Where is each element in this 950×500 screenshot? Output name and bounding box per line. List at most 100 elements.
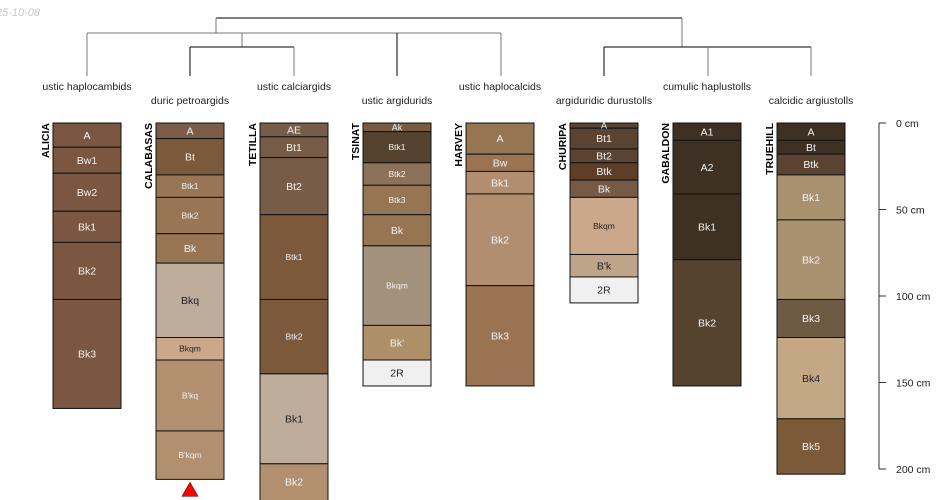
horizon-label: Bk <box>391 225 404 237</box>
horizon-truehill-3 <box>776 174 846 221</box>
horizon-truehill-7 <box>776 418 846 475</box>
horizon-label: Bk1 <box>285 414 303 426</box>
horizon-label: 2R <box>597 285 611 297</box>
profile-name: TSINAT <box>350 122 362 160</box>
horizon-harvey-3 <box>465 193 535 287</box>
horizon-alicia-2 <box>52 172 122 212</box>
horizon-label: AE <box>287 125 301 137</box>
horizon-label: Btk <box>596 166 612 178</box>
horizon-label: Bk3 <box>491 330 509 342</box>
horizon-label: 2R <box>390 368 404 380</box>
horizon-tsinat-3 <box>362 184 432 216</box>
depth-tick-label: 150 cm <box>896 378 931 390</box>
horizon-churipa-5 <box>569 196 639 255</box>
horizon-alicia-4 <box>52 241 122 300</box>
horizon-label: Bkqm <box>179 344 201 354</box>
horizon-label: B'k <box>597 260 612 272</box>
profile-name: CALABASAS <box>143 123 155 189</box>
horizon-label: Ak <box>392 122 403 132</box>
horizon-label: Bw <box>493 157 508 169</box>
horizon-tsinat-6 <box>362 324 432 361</box>
horizon-truehill-5 <box>776 298 846 339</box>
horizon-label: Bt1 <box>286 142 302 154</box>
horizon-harvey-0 <box>465 122 535 155</box>
truncation-marker-icon <box>181 481 199 497</box>
taxon-label: ustic calciargids <box>257 81 331 93</box>
horizon-alicia-0 <box>52 122 122 148</box>
horizon-calabasas-4 <box>155 233 225 264</box>
horizon-label: Bk2 <box>491 234 509 246</box>
horizon-label: Bt1 <box>596 133 612 145</box>
horizon-label: Btk3 <box>388 195 405 205</box>
horizon-label: Bk <box>184 243 197 255</box>
profile-name: TETILLA <box>247 123 259 167</box>
horizon-tsinat-7 <box>362 359 432 387</box>
taxon-label: ustic haplocambids <box>42 81 131 93</box>
horizon-label: Btk1 <box>181 181 198 191</box>
horizon-calabasas-7 <box>155 359 225 432</box>
horizon-label: Btk1 <box>285 252 302 262</box>
horizon-tetilla-3 <box>259 214 329 300</box>
horizon-label: Bk2 <box>78 266 96 278</box>
horizon-tetilla-4 <box>259 298 329 375</box>
horizon-calabasas-3 <box>155 196 225 235</box>
profile-name: ALICIA <box>40 123 52 158</box>
horizon-tetilla-6 <box>259 463 329 500</box>
horizon-label: B'kqm <box>178 450 201 460</box>
horizon-label: Bw2 <box>77 187 98 199</box>
profile-name: TRUEHILL <box>764 122 776 174</box>
depth-tick-label: 200 cm <box>896 464 931 476</box>
horizon-label: A <box>601 121 607 131</box>
horizon-label: Btk2 <box>285 332 302 342</box>
horizon-churipa-7 <box>569 276 639 304</box>
horizon-label: Btk <box>803 159 819 171</box>
horizon-label: Bt2 <box>596 151 612 163</box>
horizon-label: Bk2 <box>285 477 303 489</box>
horizon-tetilla-5 <box>259 373 329 465</box>
horizon-label: A1 <box>701 126 714 138</box>
horizon-label: A <box>83 130 90 142</box>
horizon-label: A2 <box>701 162 714 174</box>
horizon-label: Bk4 <box>802 373 820 385</box>
horizon-tetilla-2 <box>259 157 329 216</box>
horizon-label: Btk1 <box>388 142 405 152</box>
horizon-label: Bk2 <box>698 317 716 329</box>
horizon-label: Btk2 <box>388 169 405 179</box>
horizon-harvey-4 <box>465 285 535 387</box>
horizon-label: Bk2 <box>802 254 820 266</box>
horizon-calabasas-8 <box>155 430 225 480</box>
horizon-alicia-5 <box>52 298 122 409</box>
taxon-label: ustic haplocalcids <box>459 81 541 93</box>
horizon-tsinat-5 <box>362 245 432 326</box>
horizon-label: Bk1 <box>78 221 96 233</box>
horizon-gabaldon-2 <box>672 193 742 261</box>
horizon-label: Bk' <box>390 337 404 349</box>
horizon-label: Bt <box>806 142 816 154</box>
horizon-truehill-6 <box>776 337 846 420</box>
horizon-alicia-3 <box>52 210 122 243</box>
horizon-calabasas-1 <box>155 138 225 176</box>
horizon-label: Btk2 <box>181 211 198 221</box>
depth-tick-label: 50 cm <box>896 205 925 217</box>
taxon-label: duric petroargids <box>151 95 229 107</box>
taxon-label: ustic argidurids <box>362 95 433 107</box>
horizon-label: Bt <box>185 151 195 163</box>
taxon-label: argiduridic durustolls <box>556 95 652 107</box>
horizon-label: A <box>807 126 814 138</box>
horizon-label: Bk1 <box>698 221 716 233</box>
horizon-gabaldon-1 <box>672 139 742 195</box>
horizon-label: Bkqm <box>593 221 615 231</box>
horizon-label: A <box>496 133 503 145</box>
horizon-label: Bw1 <box>77 155 98 167</box>
profile-name: GABALDON <box>660 123 672 184</box>
horizon-label: Bt2 <box>286 181 302 193</box>
horizon-label: Bkqm <box>386 281 408 291</box>
horizon-gabaldon-3 <box>672 259 742 387</box>
taxon-label: calcidic argiustolls <box>769 95 854 107</box>
profile-name: HARVEY <box>453 123 465 167</box>
horizon-label: B'kq <box>182 390 199 400</box>
horizon-calabasas-5 <box>155 262 225 339</box>
profile-name: CHURIPA <box>557 123 569 170</box>
horizon-label: Bk3 <box>802 313 820 325</box>
